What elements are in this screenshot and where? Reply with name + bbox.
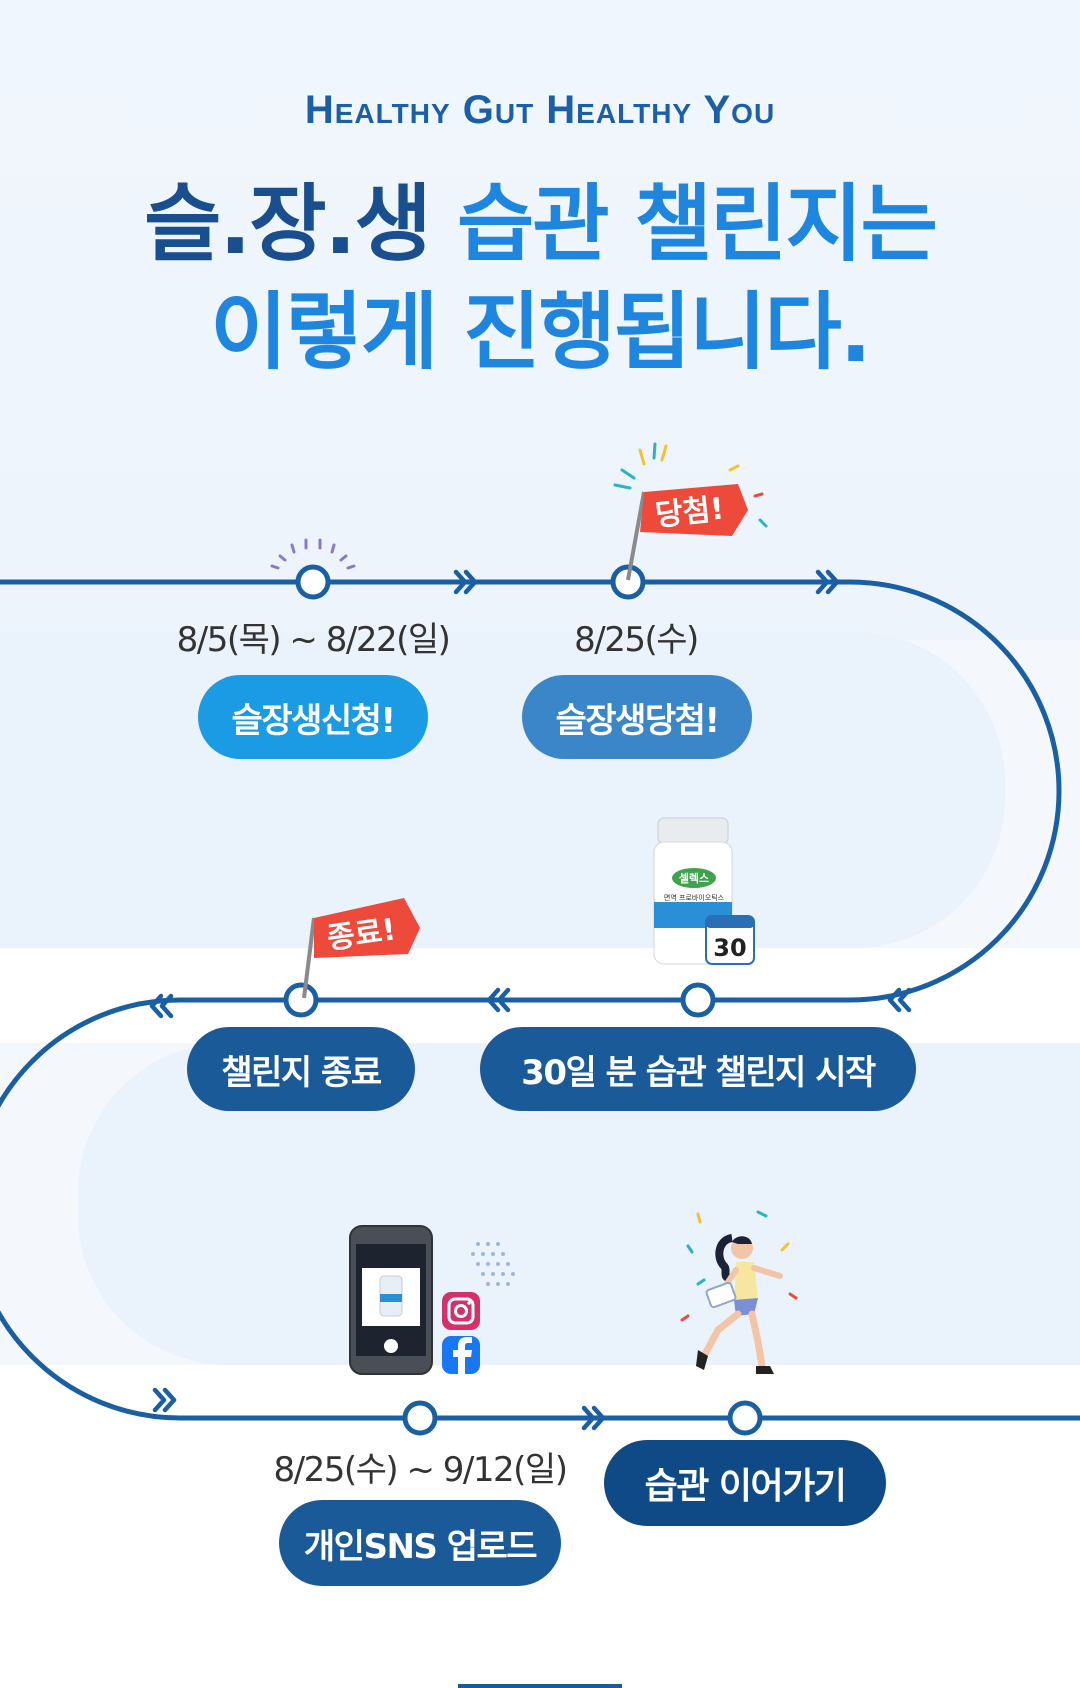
timeline-node: [295, 564, 331, 600]
step-1-date: 8/5(목) ~ 8/22(일): [176, 620, 451, 660]
timeline-node: [283, 982, 319, 1018]
svg-text:셀렉스: 셀렉스: [679, 871, 709, 885]
step-4-badge: 챌린지 종료: [187, 1027, 415, 1111]
chevron-left-icon: [149, 993, 174, 1019]
step-3-badge: 30일 분 습관 챌린지 시작: [480, 1027, 916, 1111]
step-2-date: 8/25(수): [574, 620, 699, 660]
supplement-bottle-icon: 셀렉스 면역 프로바이오틱스 30: [653, 817, 755, 965]
page-title-line-2: 이렇게 진행됩니다.: [210, 283, 871, 381]
flag-text: 당첨!: [654, 492, 726, 534]
chevron-right-icon: [815, 569, 840, 595]
calendar-icon: 30: [713, 934, 746, 962]
chevron-left-icon: [887, 987, 912, 1013]
svg-text:면역 프로바이오틱스: 면역 프로바이오틱스: [664, 893, 725, 902]
page-title-line-1: 슬.장.생 습관 챌린지는: [0, 182, 1080, 266]
step-2-badge: 슬장생당첨!: [522, 675, 752, 759]
chevron-right-icon: [152, 1387, 177, 1413]
title-part-highlight: 습관 챌린지는: [456, 175, 938, 273]
step-1-badge: 슬장생신청!: [198, 675, 428, 759]
running-woman-illustration: [680, 1210, 798, 1374]
chevron-right-icon: [453, 569, 478, 595]
winner-flag-icon: 당첨!: [613, 442, 768, 581]
page-subtitle: Healthy Gut Healthy You: [304, 88, 776, 132]
timeline-node: [610, 564, 646, 600]
timeline-node: [680, 982, 716, 1018]
step-6-badge: 습관 이어가기: [604, 1440, 886, 1526]
step-5-badge: 개인SNS 업로드: [279, 1500, 561, 1586]
header-background: [0, 0, 1080, 640]
sparkle-icon: [270, 538, 356, 570]
timeline-node: [727, 1400, 763, 1436]
phone-sns-illustration: [349, 1225, 515, 1375]
chevron-left-icon: [486, 987, 511, 1013]
instagram-icon: [442, 1292, 480, 1330]
background-band-1: [0, 632, 1005, 948]
step-5-date: 8/25(수) ~ 9/12(일): [273, 1450, 568, 1490]
chevron-right-icon: [581, 1405, 606, 1431]
footer-divider: [458, 1684, 622, 1688]
timeline-node: [402, 1400, 438, 1436]
facebook-icon: [442, 1336, 480, 1374]
end-flag-icon: 종료!: [302, 898, 420, 999]
title-part-dark: 슬.장.생: [144, 175, 432, 273]
